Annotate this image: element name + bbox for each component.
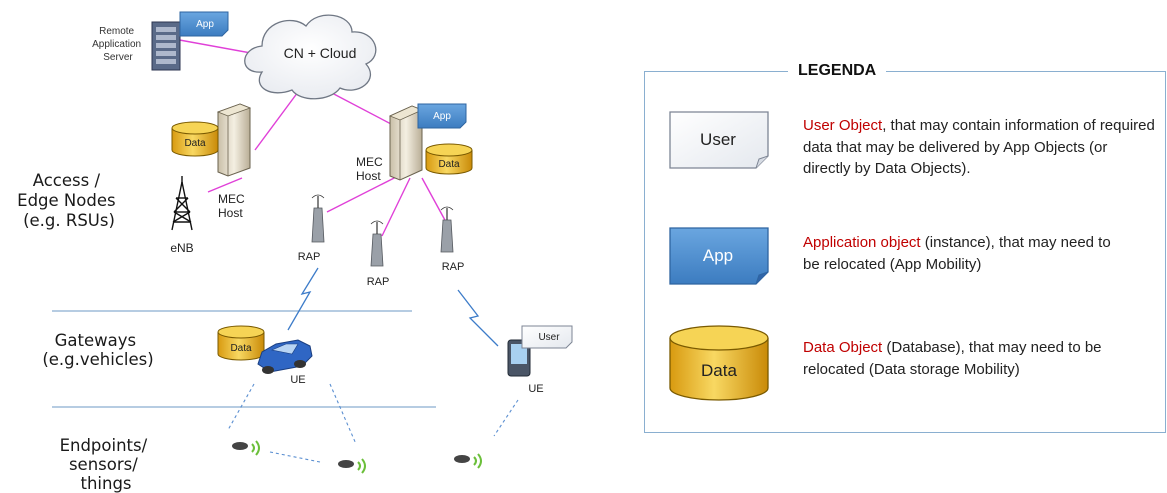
- tier-label-gateways: Gateways (e.g.vehicles): [42, 331, 153, 369]
- wireless-link: [457, 289, 499, 347]
- legend-app-highlight: Application object: [803, 234, 921, 251]
- legend-app-label: App: [703, 246, 733, 265]
- legend-panel: [644, 71, 1166, 433]
- rap-label: RAP: [367, 276, 390, 288]
- mec-host-right-label: MEC Host: [356, 155, 386, 183]
- legend-app-text: (instance), that may need to be relocate…: [803, 234, 1111, 273]
- ue-vehicle-label: UE: [290, 374, 305, 386]
- ue-handheld-label: UE: [528, 383, 543, 395]
- car-icon: [257, 339, 313, 374]
- legend-data-shape: Data: [669, 325, 769, 401]
- enb-label: eNB: [170, 241, 193, 255]
- legend-data-label: Data: [701, 361, 737, 380]
- legend-app-description: Application object (instance), that may …: [803, 232, 1123, 275]
- enb-tower-icon: [171, 176, 193, 231]
- app-object-mec-right-label: App: [433, 111, 451, 122]
- handheld-device-icon: [507, 339, 531, 377]
- data-object-vehicle: Data: [217, 325, 265, 361]
- sensor-icon: [454, 453, 482, 469]
- mec-server-right-icon: [388, 105, 424, 181]
- legend-title: LEGENDA: [788, 62, 887, 80]
- data-object-mec-right: Data: [425, 143, 473, 175]
- data-object-mec-left-label: Data: [184, 138, 206, 149]
- app-object-remote-label: App: [196, 19, 214, 30]
- rap-label: RAP: [298, 251, 321, 263]
- legend-user-shape: User: [669, 111, 769, 169]
- tier-label-access: Access / Edge Nodes (e.g. RSUs): [17, 171, 121, 230]
- legend-user-label: User: [700, 130, 736, 149]
- rap-antenna-icon: [311, 194, 325, 243]
- legend-shapes: User App Data: [669, 111, 769, 401]
- wireless-link: [287, 267, 319, 331]
- mec-host-left-label: MEC Host: [218, 192, 248, 220]
- remote-server-icon: [151, 21, 181, 71]
- data-object-mec-right-label: Data: [438, 159, 460, 170]
- user-object-device: User: [521, 325, 573, 349]
- data-object-vehicle-label: Data: [230, 343, 252, 354]
- legend-data-text: (Database), that may need to be relocate…: [803, 339, 1102, 378]
- rap-antenna-icon: [440, 206, 454, 253]
- legend-data-highlight: Data Object: [803, 339, 883, 356]
- legend-data-description: Data Object (Database), that may need to…: [803, 337, 1133, 380]
- sensor-icon: [232, 440, 260, 456]
- rap-label: RAP: [442, 261, 465, 273]
- rap-antenna-icon: [370, 220, 384, 267]
- cloud-label: CN + Cloud: [284, 45, 357, 61]
- remote-server-label: Remote Application Server: [92, 26, 144, 63]
- data-object-mec-left: Data: [171, 121, 219, 157]
- legend-app-shape: App: [669, 227, 769, 285]
- app-object-mec-right: App: [417, 103, 467, 129]
- cloud-icon: CN + Cloud: [244, 14, 377, 100]
- legend-user-description: User Object, that may contain informatio…: [803, 115, 1155, 180]
- sensor-icon: [338, 458, 366, 474]
- mec-server-left-icon: [216, 103, 252, 177]
- app-object-remote: App: [179, 11, 229, 37]
- sensor-links: [227, 383, 519, 463]
- legend-user-text: , that may contain information of requir…: [803, 117, 1155, 177]
- user-object-device-label: User: [538, 332, 560, 343]
- tier-label-endpoints: Endpoints/ sensors/ things: [60, 436, 153, 493]
- legend-user-highlight: User Object: [803, 117, 883, 134]
